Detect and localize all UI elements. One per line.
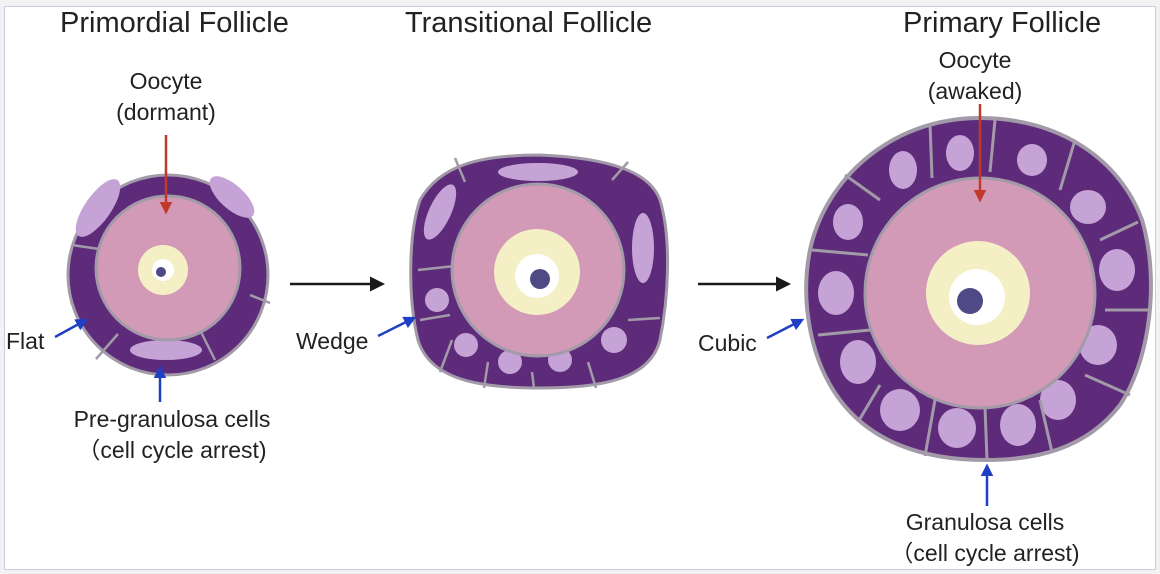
primary-cell-nucleus [840, 340, 876, 384]
transitional-cell-nucleus [601, 327, 627, 353]
label-flat: Flat [6, 328, 45, 354]
primordial-cell-boundary [71, 243, 271, 361]
primary-follicle [804, 115, 1153, 463]
flat-arrow [54, 318, 89, 339]
primary-cell-nucleus [1017, 144, 1047, 176]
cubic-arrow [766, 318, 805, 340]
primary-cell-nucleus [880, 389, 920, 431]
label-pregranulosa-state: （cell cycle arrest) [77, 437, 267, 463]
label-wedge: Wedge [296, 328, 369, 354]
transitional-cell-nucleus [498, 350, 522, 374]
primary-cell-nucleus [833, 204, 863, 240]
primary-cell-nucleus [938, 408, 976, 448]
transitional-cell-nucleus [454, 333, 478, 357]
transitional-cell-nucleus [423, 184, 457, 240]
label-oocyte-dormant-state: (dormant) [116, 99, 216, 125]
primary-granulosa-cells [818, 135, 1135, 448]
label-oocyte-dormant: Oocyte [129, 68, 203, 94]
label-pregranulosa: Pre-granulosa cells [73, 406, 271, 432]
label-cubic: Cubic [698, 330, 757, 356]
transitional-cell-nucleus [632, 213, 654, 283]
transitional-cell-nucleus [498, 163, 578, 181]
wedge-arrow [377, 316, 417, 338]
label-granulosa: Granulosa cells [905, 509, 1065, 535]
primordial-follicle [66, 173, 271, 377]
primary-cell-nucleus [889, 151, 917, 189]
primordial-cell-nucleus [75, 179, 121, 237]
transitional-follicle [409, 153, 670, 390]
primordial-cell-nucleus [130, 340, 202, 360]
primordial-cell-nucleus [209, 176, 255, 218]
transitional-cell-boundary [417, 157, 661, 389]
label-oocyte-awaked: Oocyte [938, 47, 1012, 73]
title-transitional: Transitional Follicle [405, 7, 653, 39]
primordial-nucleolus [156, 267, 166, 277]
primary-cell-nucleus [1099, 249, 1135, 291]
primary-cell-nucleus [946, 135, 974, 171]
title-primordial: Primordial Follicle [60, 7, 289, 39]
title-primary: Primary Follicle [903, 7, 1102, 39]
label-granulosa-state: （cell cycle arrest) [890, 540, 1080, 566]
transitional-nucleolus [530, 269, 550, 289]
label-oocyte-awaked-state: (awaked) [927, 78, 1023, 104]
primary-cell-nucleus [818, 271, 854, 315]
primary-cell-boundary [811, 119, 1150, 461]
primary-cell-nucleus [1070, 190, 1106, 224]
primary-cell-nucleus [1040, 380, 1076, 420]
transitional-cell-nucleus [425, 288, 449, 312]
primary-cell-nucleus [1000, 404, 1036, 446]
primary-nucleolus [957, 288, 983, 314]
